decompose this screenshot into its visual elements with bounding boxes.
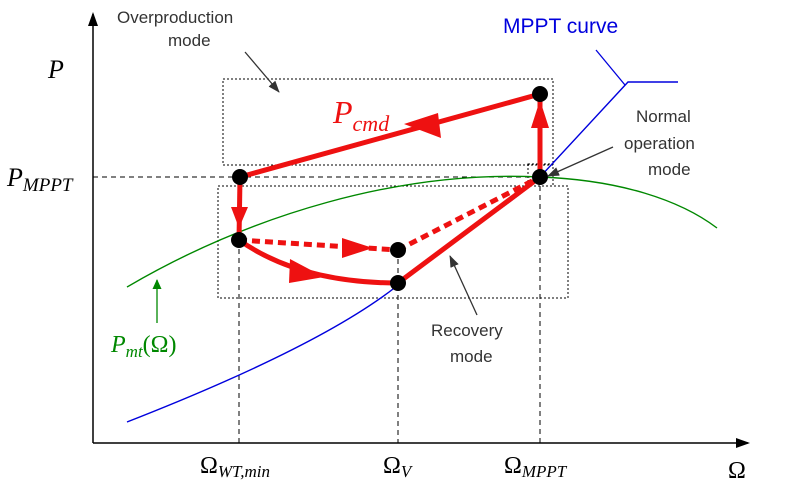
operating-point-mppt <box>532 169 548 185</box>
x-tick-omega-v-sub: V <box>401 462 414 481</box>
recovery-label-line1: Recovery <box>431 321 503 340</box>
x-axis-label: Ω <box>728 458 746 484</box>
pmt-sub: mt <box>126 342 144 361</box>
command-path <box>231 91 549 286</box>
recovery-mode-box <box>217 185 569 299</box>
direction-arrowhead-right-solid <box>289 259 324 283</box>
mppt-curve-pointer-line <box>595 49 626 86</box>
p-cmd-label: Pcmd <box>332 94 390 136</box>
overproduction-label-line1: Overproduction <box>117 8 233 27</box>
x-tick-omega-mppt: ΩMPPT <box>504 453 568 481</box>
path-dotted-to-mppt <box>396 174 542 253</box>
normal-mode-pointer-arrow <box>547 146 614 177</box>
p-mppt-label: PMPPT <box>6 163 74 196</box>
direction-arrowhead-left <box>404 113 441 138</box>
normal-label-line1: Normal <box>636 107 691 126</box>
p-cmd-main: P <box>332 94 353 130</box>
overproduction-label-line2: mode <box>168 31 211 50</box>
x-tick-omega-v: ΩV <box>383 453 414 481</box>
direction-arrowhead-right-dotted <box>342 238 373 258</box>
operating-point-left-lower <box>231 232 247 248</box>
p-cmd-sub: cmd <box>353 111 391 136</box>
x-tick-omega-v-main: Ω <box>383 453 401 479</box>
path-dotted-to-omega-v <box>238 237 399 253</box>
x-tick-omega-wt-min: ΩWT,min <box>200 453 270 481</box>
mppt-curve-label: MPPT curve <box>503 15 618 38</box>
mechanical-power-curve <box>126 175 718 288</box>
x-tick-omega-wt-min-main: Ω <box>200 453 218 479</box>
p-mppt-main: P <box>6 163 23 192</box>
x-tick-omega-wt-min-sub: WT,min <box>218 462 270 481</box>
recovery-mode-pointer-arrow <box>449 255 478 316</box>
direction-arrowhead-up <box>531 100 549 128</box>
x-tick-omega-mppt-sub: MPPT <box>521 462 568 481</box>
overproduction-pointer-arrow <box>244 51 280 93</box>
operating-point-omega-v-lower <box>390 275 406 291</box>
path-solid-recovery <box>237 174 542 286</box>
pmt-main: P <box>110 332 126 358</box>
pmt-arg: (Ω) <box>143 332 177 358</box>
overproduction-mode-box <box>222 78 554 166</box>
path-top-to-left <box>239 91 541 180</box>
normal-label-line2: operation <box>624 134 695 153</box>
pmt-label: Pmt(Ω) <box>110 332 177 361</box>
recovery-label-line2: mode <box>450 347 493 366</box>
p-mppt-sub: MPPT <box>22 175 74 196</box>
y-axis-label: P <box>47 55 64 84</box>
normal-label-line3: mode <box>648 160 691 179</box>
operating-point-top <box>532 86 548 102</box>
operating-point-omega-v-upper <box>390 242 406 258</box>
direction-arrowhead-down <box>231 207 248 228</box>
operating-point-left-upper <box>232 169 248 185</box>
x-tick-omega-mppt-main: Ω <box>504 453 522 479</box>
